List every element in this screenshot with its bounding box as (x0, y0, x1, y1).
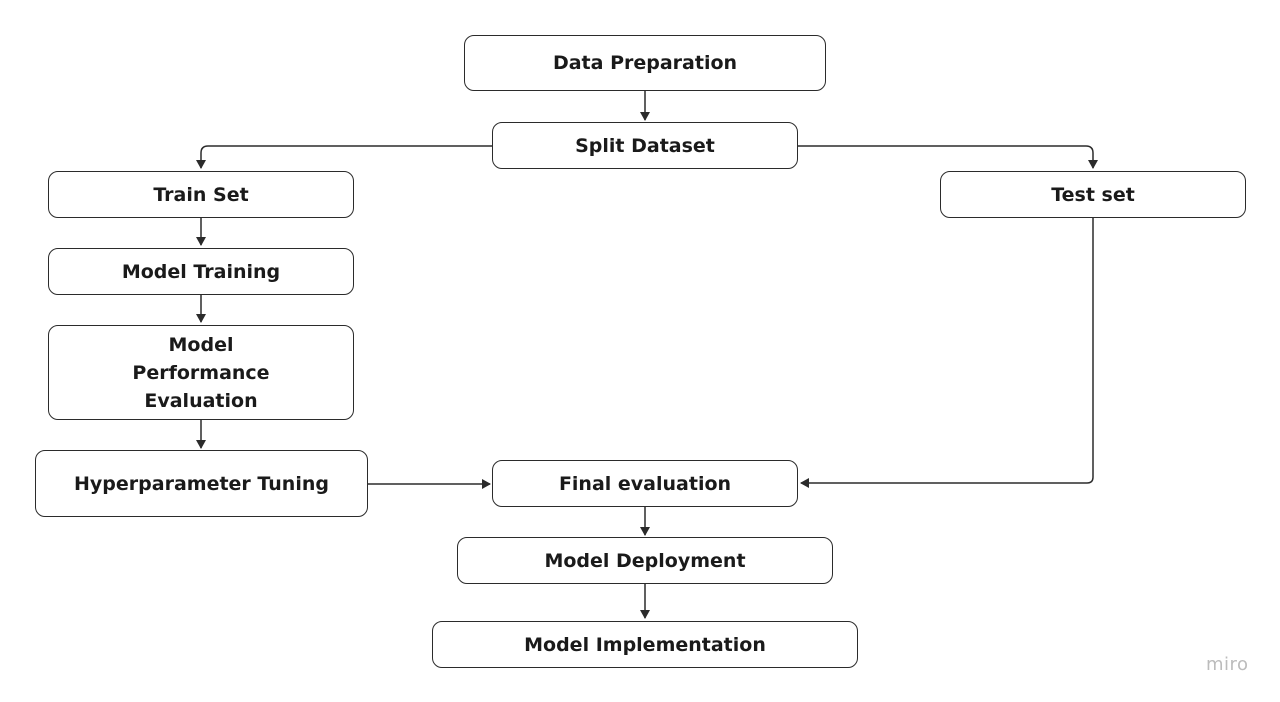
node-data-preparation[interactable]: Data Preparation (464, 35, 826, 91)
node-train-set[interactable]: Train Set (48, 171, 354, 218)
edge-split-dataset-to-train-set (196, 145, 492, 169)
node-model-implementation-label: Model Implementation (524, 633, 766, 656)
node-train-set-label: Train Set (153, 183, 249, 206)
node-data-preparation-label: Data Preparation (552, 52, 738, 74)
node-model-performance-evaluation[interactable]: Model Performance Evaluation (48, 325, 354, 420)
node-model-performance-evaluation-line-2: Performance (132, 361, 270, 384)
node-final-evaluation[interactable]: Final evaluation (492, 460, 798, 507)
node-split-dataset[interactable]: Split Dataset (492, 122, 798, 169)
node-model-training[interactable]: Model Training (48, 248, 354, 295)
miro-watermark-logo: miro (1206, 654, 1249, 675)
node-model-training-label: Model Training (121, 260, 281, 283)
node-model-deployment[interactable]: Model Deployment (457, 537, 833, 584)
edge-split-dataset-to-test-set (798, 145, 1098, 169)
node-model-implementation[interactable]: Model Implementation (432, 621, 858, 668)
node-hyperparameter-tuning[interactable]: Hyperparameter Tuning (35, 450, 368, 517)
node-split-dataset-label: Split Dataset (575, 134, 715, 157)
edge-test-set-to-final-evaluation (800, 218, 1094, 488)
node-hyperparameter-tuning-label: Hyperparameter Tuning (74, 472, 329, 495)
node-model-performance-evaluation-line-3: Evaluation (144, 389, 258, 412)
node-test-set-label: Test set (1051, 183, 1135, 206)
node-test-set[interactable]: Test set (940, 171, 1246, 218)
node-final-evaluation-label: Final evaluation (558, 472, 732, 495)
node-model-performance-evaluation-line-1: Model (168, 333, 234, 356)
node-model-deployment-label: Model Deployment (544, 549, 746, 572)
